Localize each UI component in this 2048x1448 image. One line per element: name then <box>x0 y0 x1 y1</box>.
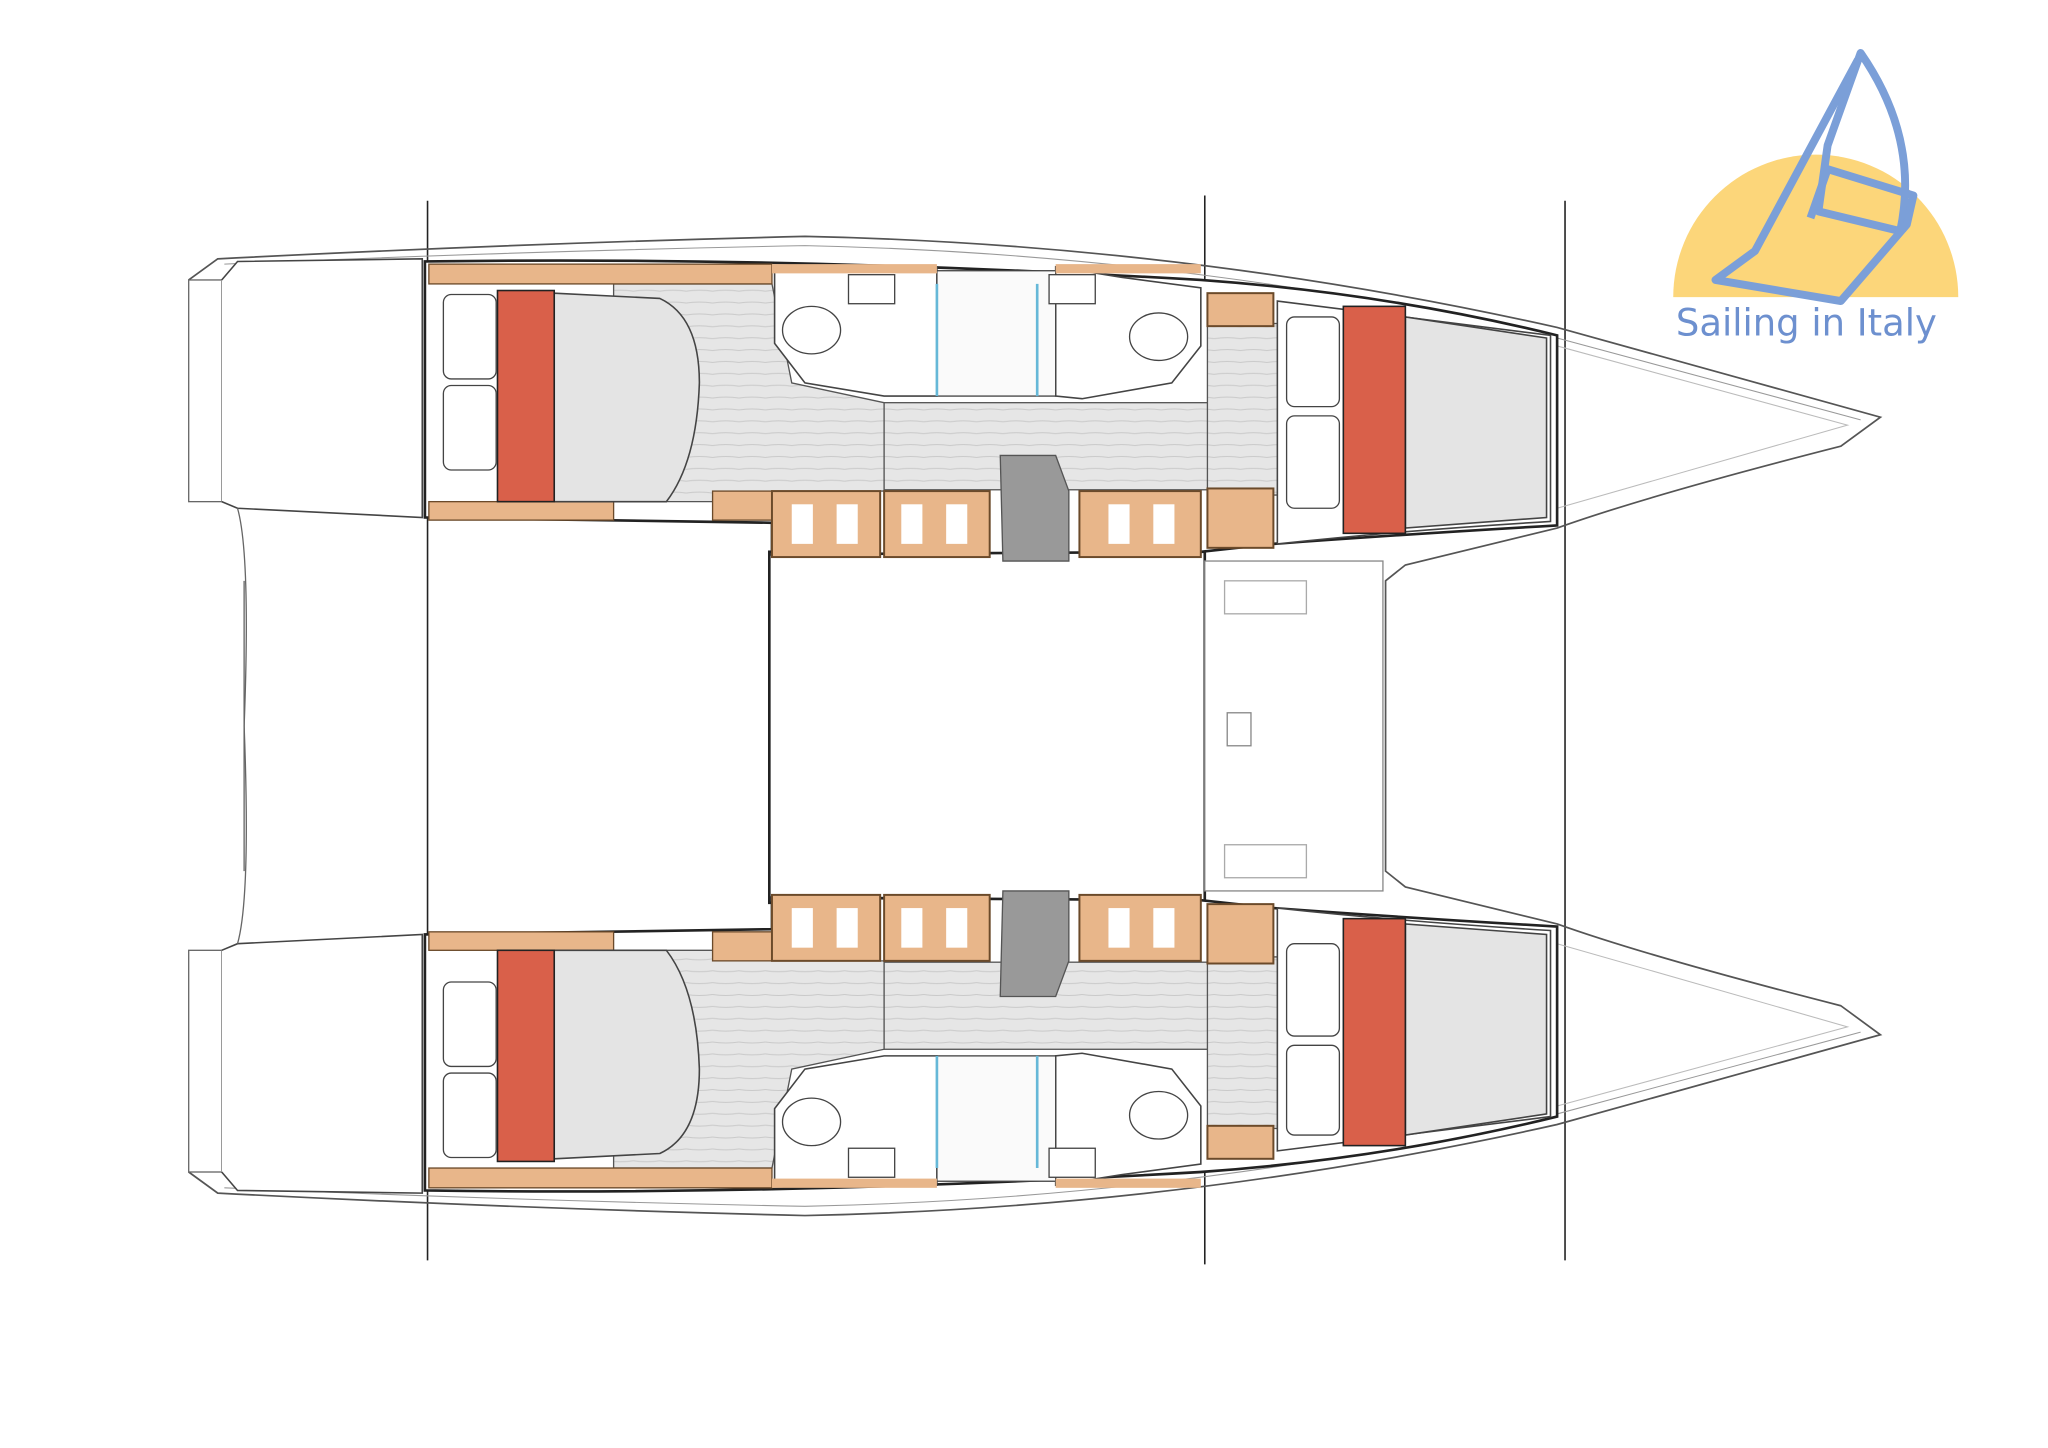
logo-text: Sailing in Italy <box>1676 301 1937 344</box>
sailing-in-italy-logo: Sailing in Italy <box>1673 49 1959 344</box>
bridgedeck <box>243 550 1384 905</box>
